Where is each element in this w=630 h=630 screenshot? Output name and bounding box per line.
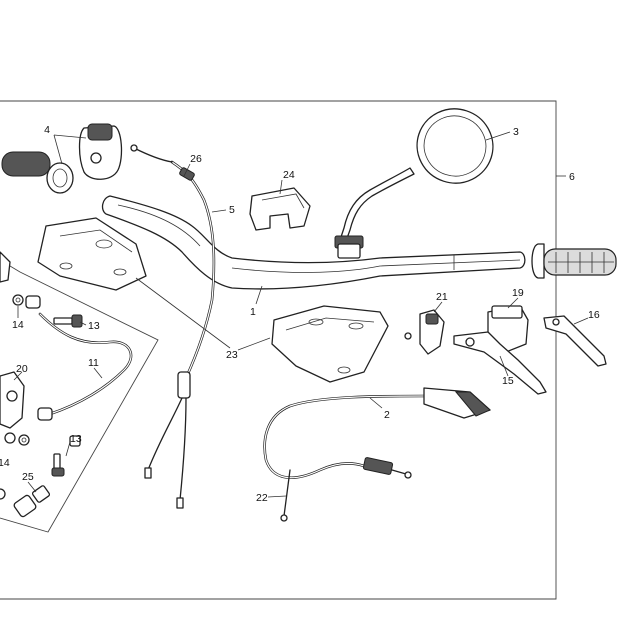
label-part-2: 2 — [384, 409, 390, 421]
mirror — [334, 108, 494, 259]
left-hand-guard — [37, 217, 147, 291]
throttle-cable — [130, 144, 216, 509]
label-part-25: 25 — [22, 471, 34, 483]
label-part-16: 16 — [588, 309, 600, 321]
leader-lines — [13, 131, 589, 498]
right-grip — [531, 243, 617, 279]
throttle-grip — [1, 123, 123, 194]
label-part-19: 19 — [512, 287, 524, 299]
label-part-13-lower: 13 — [70, 433, 82, 445]
left-subassembly — [0, 251, 133, 518]
label-part-14-upper: 14 — [12, 319, 24, 331]
label-part-4: 4 — [44, 124, 50, 136]
label-part-21: 21 — [436, 291, 448, 303]
label-part-14-lower: 14 — [0, 457, 10, 469]
brake-master-cylinder — [453, 305, 547, 395]
assembly-frame — [0, 100, 557, 600]
label-part-22: 22 — [256, 492, 268, 504]
switch-housing — [404, 309, 445, 355]
label-part-6: 6 — [569, 171, 575, 183]
label-part-13-upper: 13 — [88, 320, 100, 332]
label-part-20: 20 — [16, 363, 28, 375]
label-part-15: 15 — [502, 375, 514, 387]
label-part-24: 24 — [283, 169, 295, 181]
label-part-23: 23 — [226, 349, 238, 361]
handlebar — [101, 195, 526, 290]
right-hand-guard — [271, 305, 389, 383]
subassembly-frame — [0, 259, 159, 533]
clutch-lever — [543, 315, 607, 367]
label-part-5: 5 — [229, 204, 235, 216]
part-labels: 4 26 5 24 3 6 1 23 2 22 21 19 15 16 14 1… — [0, 124, 600, 504]
clutch-cable — [263, 387, 491, 522]
handlebar-clamp — [249, 187, 311, 231]
label-part-1: 1 — [250, 306, 256, 318]
label-part-26: 26 — [190, 153, 202, 165]
label-part-11: 11 — [88, 357, 99, 369]
label-part-3: 3 — [513, 126, 519, 138]
